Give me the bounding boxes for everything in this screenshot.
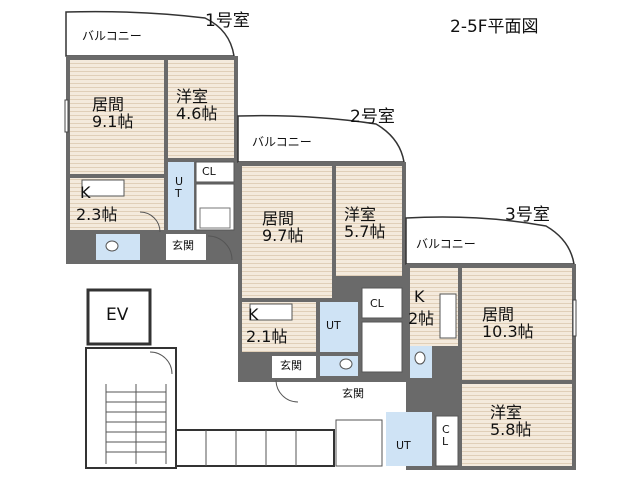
entrance-3: [336, 382, 382, 408]
unit-3-kitchen: 2帖: [408, 309, 435, 328]
living-room-1: [70, 60, 164, 174]
counter-3: [439, 293, 457, 339]
living-room-3: [462, 268, 572, 380]
common-area: [85, 288, 335, 469]
door-swing-ev: [149, 351, 173, 375]
unit-1-kitchen-letter: K: [80, 183, 91, 202]
stair-hall: [85, 347, 177, 469]
utility-3: [386, 412, 432, 466]
living-room-2: [242, 166, 332, 298]
unit-2-balcony: バルコニー: [252, 135, 312, 149]
stove-1: [81, 179, 125, 197]
unit-3: [335, 216, 577, 470]
unit-2: [237, 114, 406, 403]
door-swing-2: [275, 379, 299, 403]
stairs: [105, 384, 167, 464]
unit-2-living: 居間 9.7帖: [262, 209, 304, 246]
unit-1-western: 洋室 4.6帖: [176, 87, 218, 124]
unit-3-living: 居間 10.3帖: [482, 305, 534, 342]
entrance-2: [272, 356, 316, 378]
bath-3: [335, 419, 383, 467]
unit-1-entrance: 玄関: [172, 239, 194, 252]
door-swing-1b: [207, 235, 233, 261]
closet-1: [195, 161, 235, 183]
window-3: [572, 299, 577, 337]
unit-1-name: 1号室: [205, 11, 250, 31]
unit-1-kitchen: 2.3帖: [76, 205, 118, 224]
toilet-1: [105, 240, 119, 252]
toilet-2: [339, 358, 353, 370]
unit-3-utility: UT: [396, 439, 411, 452]
western-room-2: [336, 166, 402, 276]
corridor-cabinets: [175, 429, 335, 467]
western-room-3: [462, 384, 572, 466]
unit-3-name: 3号室: [505, 205, 550, 225]
unit-1: [64, 10, 238, 264]
window-1: [64, 99, 69, 133]
unit-2-western: 洋室 5.7帖: [344, 205, 386, 242]
bath-inner-1: [199, 207, 231, 229]
door-swing-1a: [139, 211, 161, 233]
unit-2-kitchen-letter: K: [248, 305, 259, 324]
balcony-1: [65, 10, 235, 57]
bath-2: [361, 321, 403, 373]
unit-2-kitchen: 2.1帖: [246, 327, 288, 346]
balcony-3: [405, 216, 575, 265]
unit-2-utility: UT: [326, 319, 341, 332]
cabinet-dividers: [205, 430, 297, 466]
stove-2: [249, 303, 293, 321]
entrance-1: [166, 234, 206, 260]
western-room-1: [168, 60, 234, 158]
toilet-room-2: [320, 356, 358, 376]
unit-2-name: 2号室: [350, 107, 395, 127]
unit-2-entrance: 玄関: [280, 359, 302, 372]
closet-2: [361, 287, 403, 319]
elevator-label: EV: [106, 305, 129, 325]
plan-title: 2-5F平面図: [450, 17, 539, 37]
balcony-2: [237, 114, 405, 163]
utility-2: [320, 302, 358, 352]
unit-1-living: 居間 9.1帖: [92, 95, 134, 132]
utility-1: [168, 162, 194, 230]
unit-3-closet: C L: [442, 423, 450, 448]
unit-1-closet: CL: [202, 165, 216, 178]
unit-3-western: 洋室 5.8帖: [490, 403, 532, 440]
unit-2-closet: CL: [370, 297, 384, 310]
unit-3-kitchen-letter: K: [414, 287, 425, 306]
unit-3-balcony: バルコニー: [416, 237, 476, 251]
elevator-shaft: [86, 288, 152, 346]
toilet-3: [414, 351, 426, 365]
unit-1-utility: U T: [175, 175, 184, 200]
unit-3-entrance: 玄関: [342, 387, 364, 400]
unit-1-balcony: バルコニー: [82, 29, 142, 43]
closet-3: [435, 415, 459, 467]
